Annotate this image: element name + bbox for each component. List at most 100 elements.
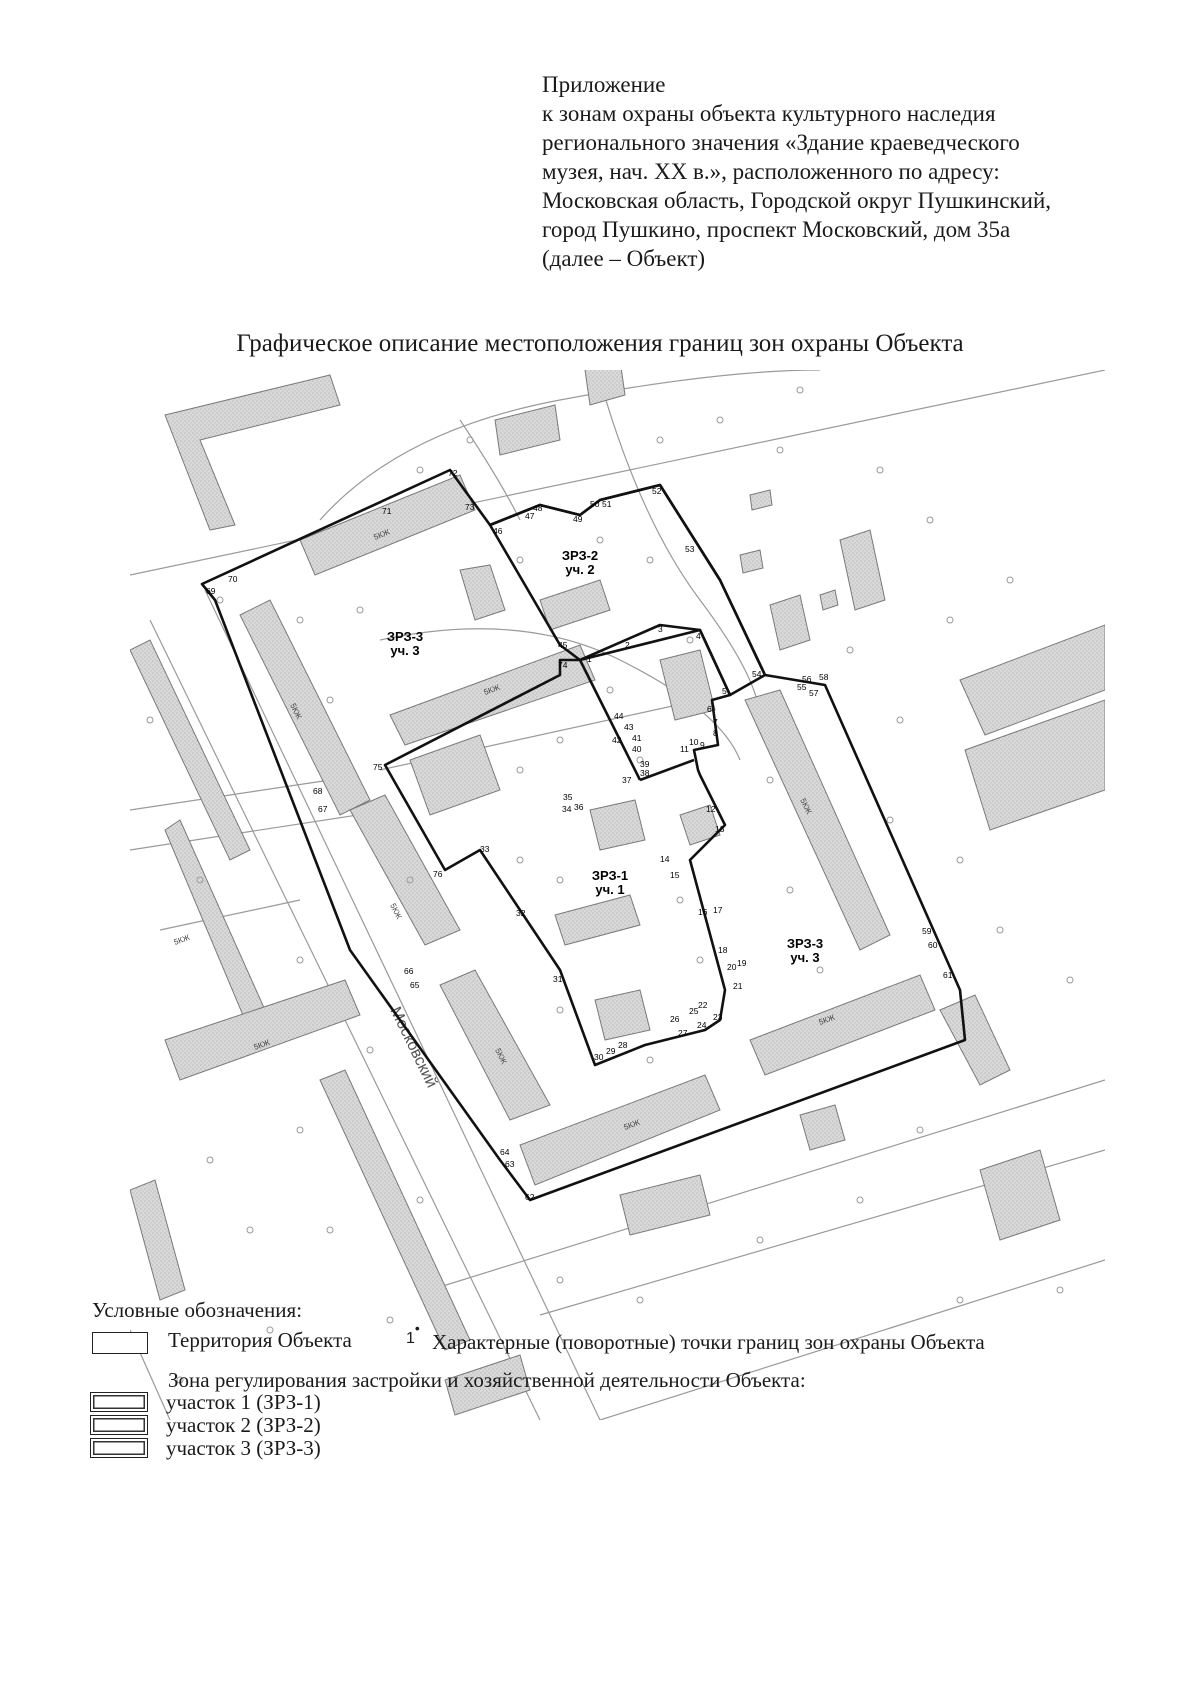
point-58: 58 <box>819 672 829 682</box>
point-47: 47 <box>525 511 535 521</box>
legend-zrz2-swatch <box>90 1415 148 1435</box>
appendix-line: Приложение <box>542 72 666 97</box>
building-tag: 5КЖ <box>388 902 404 921</box>
point-67: 67 <box>318 804 328 814</box>
point-38: 38 <box>640 768 650 778</box>
appendix-line: Московская область, Городской округ Пушк… <box>542 188 1052 213</box>
point-72: 72 <box>448 468 458 478</box>
point-76: 76 <box>433 869 443 879</box>
legend-points-label: Характерные (поворотные) точки границ зо… <box>432 1330 985 1354</box>
point-51: 51 <box>602 499 612 509</box>
point-5: 5 <box>722 686 727 696</box>
point-43: 43 <box>624 722 634 732</box>
appendix-header: Приложение к зонам охраны объекта культу… <box>542 70 1162 273</box>
point-41: 41 <box>632 733 642 743</box>
legend-territory-swatch <box>92 1332 148 1354</box>
point-59: 59 <box>922 926 932 936</box>
point-27: 27 <box>678 1028 688 1038</box>
point-52: 52 <box>652 486 662 496</box>
tree-symbols <box>146 386 1074 1384</box>
point-55: 55 <box>797 682 807 692</box>
point-15: 15 <box>670 870 680 880</box>
legend-zrz1-swatch <box>90 1392 148 1412</box>
point-24: 24 <box>697 1020 707 1030</box>
appendix-line: город Пушкино, проспект Московский, дом … <box>542 217 1011 242</box>
point-31: 31 <box>553 974 563 984</box>
point-4: 4 <box>696 631 701 641</box>
point-25: 25 <box>689 1006 699 1016</box>
point-63: 63 <box>505 1159 515 1169</box>
point-14: 14 <box>660 854 670 864</box>
point-7: 7 <box>713 717 718 727</box>
point-29: 29 <box>606 1046 616 1056</box>
point-12: 12 <box>706 804 716 814</box>
point-33: 33 <box>480 844 490 854</box>
page-title: Графическое описание местоположения гран… <box>236 330 964 357</box>
zone-label-zrz3-part: уч. 3 <box>790 950 819 965</box>
point-65: 65 <box>410 980 420 990</box>
point-49: 49 <box>573 514 583 524</box>
zone-label-zrz1: ЗРЗ-1 <box>592 868 628 883</box>
building-tag: 5КЖ <box>173 933 192 947</box>
point-68: 68 <box>313 786 323 796</box>
zone-label-zrz2-part: уч. 2 <box>565 562 594 577</box>
point-13: 13 <box>715 824 725 834</box>
point-45: 45 <box>558 640 568 650</box>
legend-territory-label: Территория Объекта <box>168 1328 352 1352</box>
legend-point-symbol: 1• <box>406 1320 420 1347</box>
zone-label-zrz2: ЗРЗ-2 <box>562 548 598 563</box>
point-39: 39 <box>640 759 650 769</box>
zone-label-zrz1-part: уч. 1 <box>595 882 624 897</box>
zone-label-zrz3-part: уч. 3 <box>390 643 419 658</box>
appendix-line: музея, нач. XX в.», расположенного по ад… <box>542 159 1000 184</box>
point-30: 30 <box>594 1052 604 1062</box>
point-1: 1 <box>587 654 592 664</box>
point-61: 61 <box>943 970 953 980</box>
point-36: 36 <box>574 802 584 812</box>
legend-heading: Условные обозначения: <box>92 1298 303 1322</box>
boundary-points: 70 69 71 72 73 46 47 48 49 50 51 52 53 5… <box>206 468 953 1202</box>
point-53: 53 <box>685 544 695 554</box>
point-48: 48 <box>533 503 543 513</box>
legend-zrz1-label: участок 1 (ЗРЗ-1) <box>166 1390 321 1414</box>
point-42: 42 <box>612 735 622 745</box>
legend-zrz3-label: участок 3 (ЗРЗ-3) <box>166 1436 321 1460</box>
point-23: 23 <box>713 1012 723 1022</box>
point-62: 62 <box>525 1192 535 1202</box>
point-20: 20 <box>727 962 737 972</box>
legend-zrz3-swatch <box>90 1438 148 1458</box>
point-69: 69 <box>206 586 216 596</box>
point-16: 16 <box>698 907 708 917</box>
point-3: 3 <box>658 624 663 634</box>
point-46: 46 <box>493 526 503 536</box>
point-8: 8 <box>713 728 718 738</box>
point-9: 9 <box>700 740 705 750</box>
point-11: 11 <box>680 744 689 754</box>
zone-boundaries <box>200 468 967 1202</box>
point-18: 18 <box>718 945 728 955</box>
point-40: 40 <box>632 744 642 754</box>
point-57: 57 <box>809 688 819 698</box>
point-21: 21 <box>733 981 743 991</box>
point-60: 60 <box>928 940 938 950</box>
appendix-line: (далее – Объект) <box>542 246 706 271</box>
zone-labels: ЗРЗ-2 уч. 2 ЗРЗ-3 уч. 3 ЗРЗ-1 уч. 1 ЗРЗ-… <box>387 548 823 965</box>
point-35: 35 <box>563 792 573 802</box>
legend-zone-heading: Зона регулирования застройки и хозяйстве… <box>168 1368 806 1392</box>
point-32: 32 <box>516 908 526 918</box>
zone-boundary-zrz2 <box>488 483 767 697</box>
point-50: 50 <box>590 499 600 509</box>
point-19: 19 <box>737 958 747 968</box>
point-28: 28 <box>618 1040 628 1050</box>
legend-point-symbol-text: 1 <box>406 1330 415 1347</box>
point-34: 34 <box>562 804 572 814</box>
point-66: 66 <box>404 966 414 976</box>
zone-label-zrz3: ЗРЗ-3 <box>387 629 423 644</box>
zone-label-zrz3: ЗРЗ-3 <box>787 936 823 951</box>
zone-boundary-zrz1 <box>383 623 732 1067</box>
point-64: 64 <box>500 1147 510 1157</box>
point-75: 75 <box>373 762 383 772</box>
point-73: 73 <box>465 502 475 512</box>
appendix-line: регионального значения «Здание краеведче… <box>542 130 1020 155</box>
